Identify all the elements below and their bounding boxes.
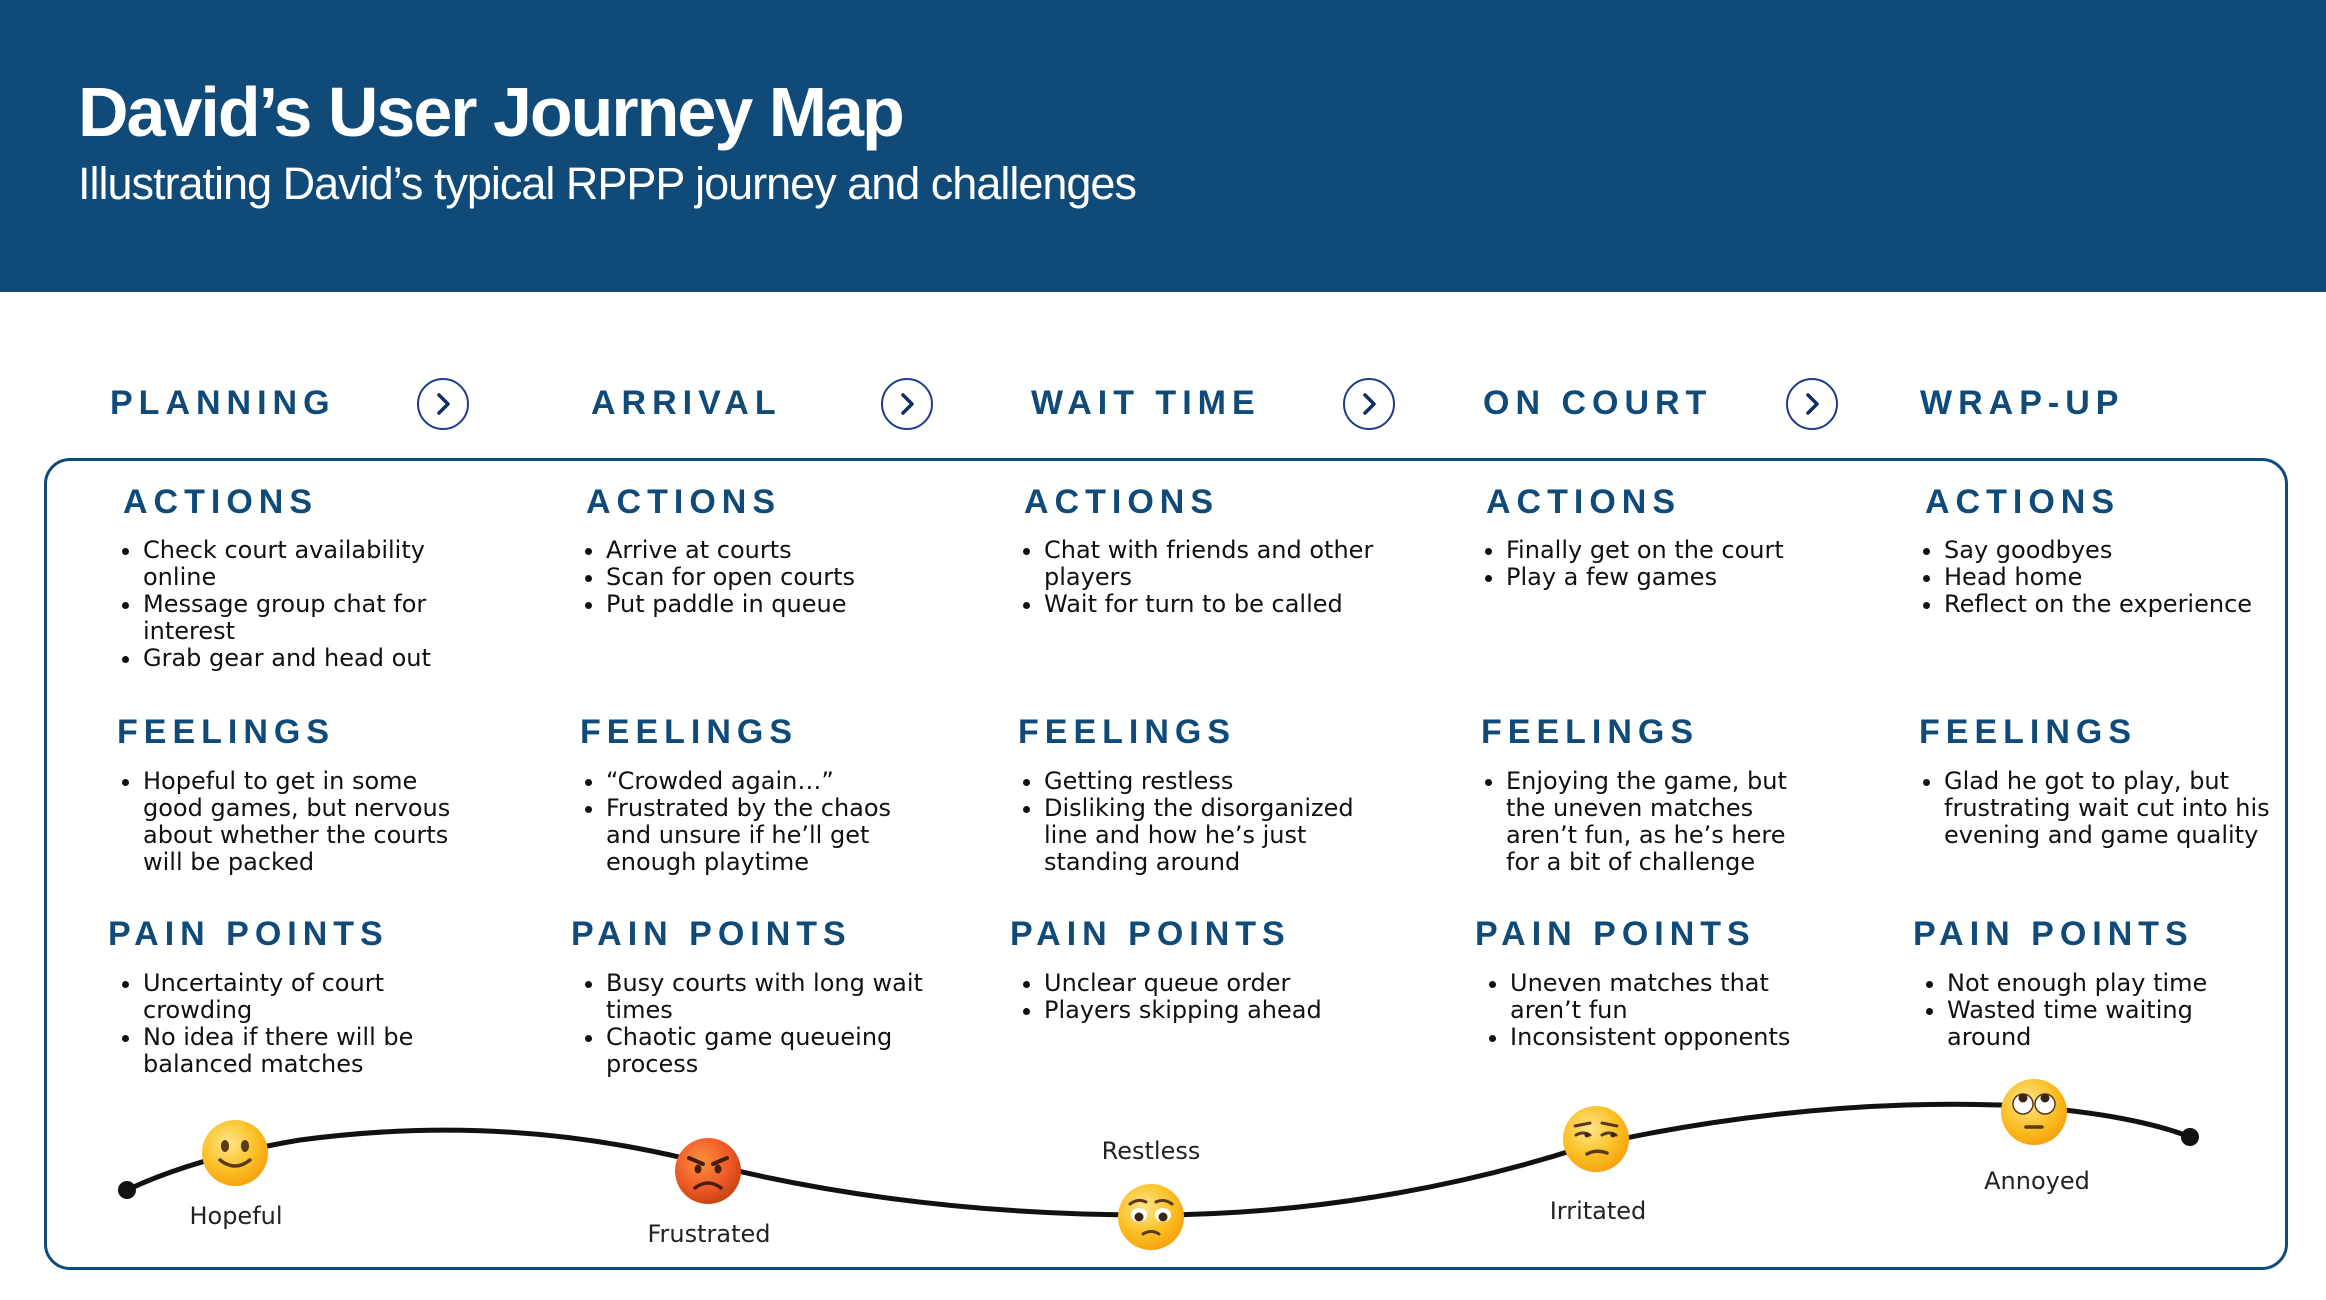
slightly-smiling-face-icon — [202, 1120, 268, 1186]
feelings-list: Glad he got to play, but frustrating wai… — [1914, 768, 2274, 849]
emotion-label: Annoyed — [1984, 1167, 2090, 1195]
pain-points-heading: PAIN POINTS — [571, 915, 852, 953]
chevron-right-icon — [417, 378, 469, 430]
emotion-label: Frustrated — [647, 1220, 771, 1248]
stage-title-wrap-up: WRAP-UP — [1920, 384, 2125, 422]
actions-list: Arrive at courts Scan for open courts Pu… — [576, 537, 936, 618]
stage-title-on-court: ON COURT — [1483, 384, 1713, 422]
emotion-label: Irritated — [1549, 1197, 1647, 1225]
curve-end-dot — [2181, 1128, 2199, 1146]
actions-heading: ACTIONS — [1024, 483, 1219, 521]
pain-points-list: Busy courts with long wait times Chaotic… — [576, 970, 926, 1078]
list-item: Check court availability online — [143, 537, 463, 591]
list-item: Frustrated by the chaos and unsure if he… — [606, 795, 936, 876]
list-item: Grab gear and head out — [143, 645, 463, 672]
feelings-heading: FEELINGS — [580, 713, 799, 751]
stage-title-planning: PLANNING — [110, 384, 336, 422]
feelings-list: Enjoying the game, but the uneven matche… — [1476, 768, 1826, 876]
actions-list: Finally get on the court Play a few game… — [1476, 537, 1846, 591]
curve-start-dot — [118, 1181, 136, 1199]
stage-title-wait-time: WAIT TIME — [1031, 384, 1261, 422]
list-item: Wasted time waiting around — [1947, 997, 2277, 1051]
header-banner: David’s User Journey Map Illustrating Da… — [0, 0, 2326, 292]
list-item: Getting restless — [1044, 768, 1384, 795]
list-item: Finally get on the court — [1506, 537, 1846, 564]
list-item: Disliking the disorganized line and how … — [1044, 795, 1384, 876]
list-item: Inconsistent opponents — [1510, 1024, 1840, 1051]
list-item: “Crowded again…” — [606, 768, 936, 795]
actions-list: Say goodbyes Head home Reflect on the ex… — [1914, 537, 2304, 618]
list-item: Put paddle in queue — [606, 591, 936, 618]
eye-roll-face-icon — [2001, 1079, 2067, 1145]
feelings-list: Hopeful to get in some good games, but n… — [113, 768, 483, 876]
unamused-face-icon — [1563, 1106, 1629, 1172]
page-subtitle: Illustrating David’s typical RPPP journe… — [78, 158, 1137, 209]
list-item: Reflect on the experience — [1944, 591, 2304, 618]
feelings-list: Getting restless Disliking the disorgani… — [1014, 768, 1384, 876]
list-item: Head home — [1944, 564, 2304, 591]
list-item: Not enough play time — [1947, 970, 2277, 997]
feelings-heading: FEELINGS — [1481, 713, 1700, 751]
list-item: Chaotic game queueing process — [606, 1024, 926, 1078]
feelings-heading: FEELINGS — [1018, 713, 1237, 751]
feelings-heading: FEELINGS — [117, 713, 336, 751]
list-item: Uneven matches that aren’t fun — [1510, 970, 1840, 1024]
chevron-right-icon — [1786, 378, 1838, 430]
list-item: Scan for open courts — [606, 564, 936, 591]
chevron-right-icon — [881, 378, 933, 430]
list-item: Enjoying the game, but the uneven matche… — [1506, 768, 1826, 876]
pain-points-heading: PAIN POINTS — [1475, 915, 1756, 953]
emotion-label: Restless — [1101, 1137, 1201, 1165]
list-item: Play a few games — [1506, 564, 1846, 591]
list-item: Glad he got to play, but frustrating wai… — [1944, 768, 2274, 849]
pain-points-heading: PAIN POINTS — [108, 915, 389, 953]
list-item: Uncertainty of court crowding — [143, 970, 463, 1024]
list-item: Wait for turn to be called — [1044, 591, 1384, 618]
actions-heading: ACTIONS — [123, 483, 318, 521]
pain-points-list: Uneven matches that aren’t fun Inconsist… — [1480, 970, 1840, 1051]
feelings-heading: FEELINGS — [1919, 713, 2138, 751]
pleading-face-icon — [1118, 1184, 1184, 1250]
page-title: David’s User Journey Map — [78, 73, 905, 151]
list-item: Hopeful to get in some good games, but n… — [143, 768, 483, 876]
list-item: Busy courts with long wait times — [606, 970, 926, 1024]
actions-heading: ACTIONS — [586, 483, 781, 521]
list-item: Players skipping ahead — [1044, 997, 1374, 1024]
pain-points-list: Uncertainty of court crowding No idea if… — [113, 970, 463, 1078]
actions-heading: ACTIONS — [1925, 483, 2120, 521]
list-item: Say goodbyes — [1944, 537, 2304, 564]
pain-points-list: Unclear queue order Players skipping ahe… — [1014, 970, 1374, 1024]
feelings-list: “Crowded again…” Frustrated by the chaos… — [576, 768, 936, 876]
angry-face-icon — [675, 1138, 741, 1204]
journey-panel — [44, 458, 2288, 1270]
stage-title-arrival: ARRIVAL — [591, 384, 782, 422]
list-item: Unclear queue order — [1044, 970, 1374, 997]
chevron-right-icon — [1343, 378, 1395, 430]
emotion-label: Hopeful — [189, 1202, 283, 1230]
list-item: Arrive at courts — [606, 537, 936, 564]
actions-list: Chat with friends and other players Wait… — [1014, 537, 1384, 618]
actions-list: Check court availability online Message … — [113, 537, 463, 672]
list-item: No idea if there will be balanced matche… — [143, 1024, 463, 1078]
pain-points-heading: PAIN POINTS — [1010, 915, 1291, 953]
pain-points-list: Not enough play time Wasted time waiting… — [1917, 970, 2277, 1051]
list-item: Chat with friends and other players — [1044, 537, 1384, 591]
actions-heading: ACTIONS — [1486, 483, 1681, 521]
list-item: Message group chat for interest — [143, 591, 463, 645]
pain-points-heading: PAIN POINTS — [1913, 915, 2194, 953]
